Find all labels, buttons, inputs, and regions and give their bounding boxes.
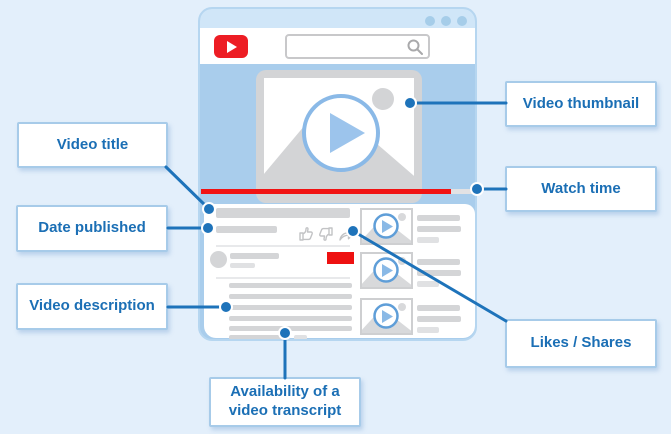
video-thumbnail-area xyxy=(264,78,414,181)
related-meta-line xyxy=(417,327,439,333)
play-icon xyxy=(302,94,380,172)
transcript-line-short xyxy=(294,335,307,339)
browser-toolbar xyxy=(200,28,475,64)
description-line xyxy=(229,305,352,310)
image-placeholder-icon xyxy=(362,213,411,243)
callout-video-description: Video description xyxy=(16,283,168,330)
window-dot xyxy=(425,16,435,26)
related-meta-line xyxy=(417,237,439,243)
related-title-line xyxy=(417,259,460,265)
description-line xyxy=(229,283,352,288)
watch-time-progress-bar xyxy=(201,189,451,194)
thumbs-up-icon xyxy=(299,227,313,241)
magnifier-icon xyxy=(407,39,423,55)
window-dot xyxy=(457,16,467,26)
browser-titlebar xyxy=(200,9,475,28)
engagement-icons xyxy=(298,226,355,242)
description-line xyxy=(229,326,352,331)
callout-video-transcript: Availability of a video transcript xyxy=(209,377,361,427)
callout-likes-shares: Likes / Shares xyxy=(505,319,657,368)
image-placeholder-icon xyxy=(264,88,414,181)
date-published-placeholder xyxy=(216,226,277,233)
description-line xyxy=(229,316,352,321)
description-line xyxy=(229,294,352,299)
related-title-line xyxy=(417,316,461,322)
channel-name-placeholder xyxy=(230,253,279,259)
divider xyxy=(216,245,350,247)
play-icon xyxy=(373,257,399,283)
youtube-logo-icon xyxy=(214,35,248,58)
video-title-placeholder xyxy=(216,208,350,218)
callout-date-published: Date published xyxy=(16,205,168,252)
related-title-line xyxy=(417,215,460,221)
related-video-thumbnail xyxy=(360,208,413,245)
related-video-thumbnail xyxy=(360,298,413,335)
callout-video-title: Video title xyxy=(17,122,168,168)
browser-window xyxy=(198,7,477,341)
search-input xyxy=(285,34,430,59)
transcript-line xyxy=(229,335,287,339)
play-glyph xyxy=(227,40,237,53)
subscriber-count-placeholder xyxy=(230,263,255,268)
play-icon xyxy=(373,213,399,239)
callout-watch-time: Watch time xyxy=(505,166,657,212)
window-dot xyxy=(441,16,451,26)
callout-video-thumbnail: Video thumbnail xyxy=(505,81,657,127)
thumbs-down-icon xyxy=(319,227,333,241)
progress-bar-remainder xyxy=(451,189,472,194)
related-title-line xyxy=(417,270,461,276)
play-icon xyxy=(373,303,399,329)
related-meta-line xyxy=(417,281,439,287)
related-title-line xyxy=(417,226,461,232)
channel-avatar xyxy=(210,251,227,268)
image-placeholder-icon xyxy=(362,257,411,287)
image-placeholder-icon xyxy=(362,303,411,333)
related-title-line xyxy=(417,305,460,311)
video-player xyxy=(256,70,422,203)
divider xyxy=(216,277,350,279)
video-page-content xyxy=(204,204,475,339)
subscribe-button-placeholder xyxy=(327,252,354,264)
share-arrow-icon xyxy=(339,228,355,241)
related-video-thumbnail xyxy=(360,252,413,289)
